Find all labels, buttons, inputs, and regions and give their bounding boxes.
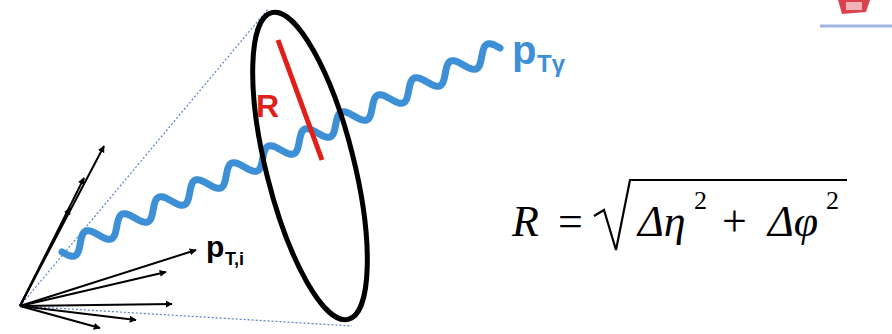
formula-operator: + [722, 200, 747, 244]
logo-shape [838, 0, 870, 14]
formula-exponent: 2 [826, 188, 839, 214]
track-arrow [20, 306, 100, 328]
momentum-symbol: p [512, 30, 536, 70]
cone-edge [20, 9, 268, 306]
track-arrow [20, 304, 172, 306]
momentum-subscript: T,i [225, 250, 244, 268]
formula-operator: = [558, 200, 583, 244]
radius-label: R [256, 90, 279, 122]
track-arrow [20, 250, 196, 306]
momentum-symbol: p [206, 232, 224, 262]
track-arrow [20, 272, 166, 306]
formula-term: Δη [638, 200, 686, 244]
formula-term: Δφ [768, 200, 818, 244]
track-arrow [20, 146, 104, 306]
formula-symbol: R [512, 200, 539, 244]
track-arrow [20, 208, 70, 306]
formula-exponent: 2 [694, 188, 707, 214]
track-arrow [20, 178, 84, 306]
momentum-subscript: Tγ [537, 52, 565, 76]
radical-sign [594, 180, 847, 250]
radius-line [278, 40, 322, 160]
cone-ellipse [229, 2, 391, 330]
logo-bar [820, 25, 892, 28]
track-arrow [20, 306, 136, 320]
cone-edge [20, 306, 352, 326]
logo-shape [846, 2, 862, 10]
logo-fragment [820, 0, 892, 26]
